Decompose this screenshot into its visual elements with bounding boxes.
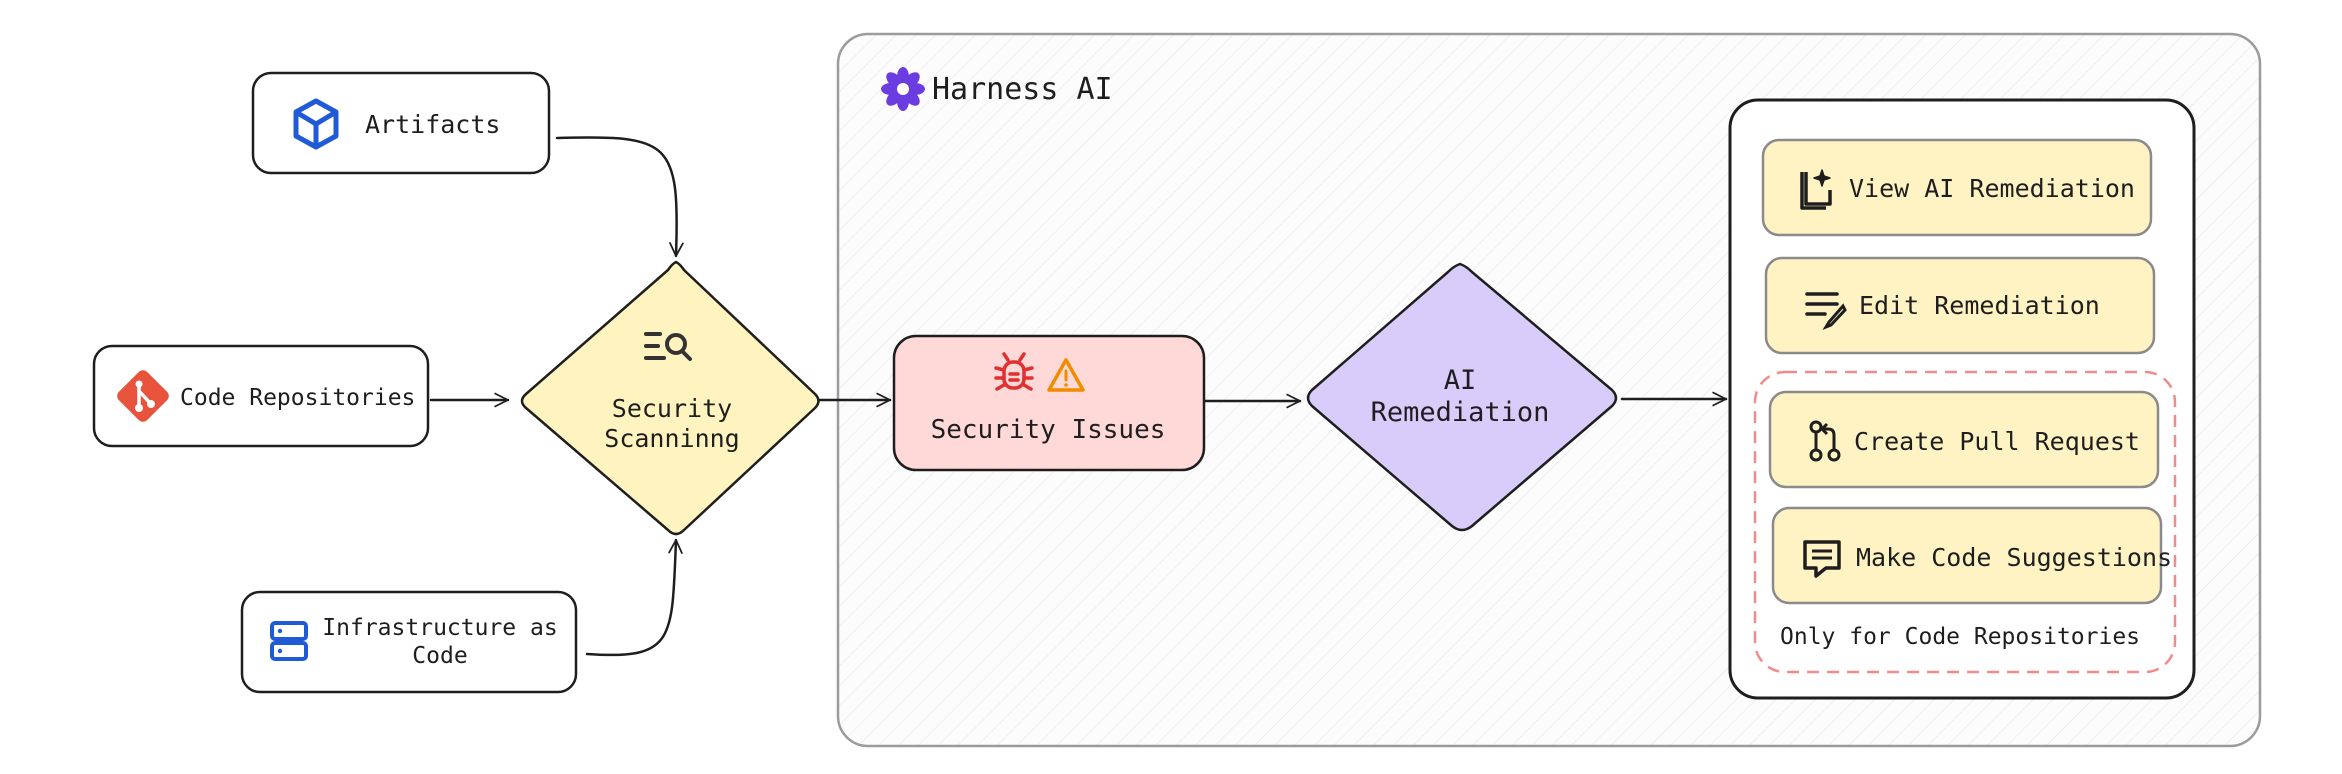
server-icon <box>270 621 308 661</box>
pull-request-icon <box>1809 420 1841 462</box>
action-label: Create Pull Request <box>1854 427 2140 456</box>
action-label: Edit Remediation <box>1859 291 2100 320</box>
action-create-pull-request[interactable]: Create Pull Request <box>1768 390 2160 489</box>
box-icon <box>293 98 339 150</box>
harness-logo-icon <box>881 67 925 111</box>
edit-list-icon <box>1805 292 1847 331</box>
code-only-group <box>1753 370 2177 674</box>
action-make-code-suggestions[interactable]: Make Code Suggestions <box>1771 506 2172 605</box>
ai-remediation-node: AI Remediation <box>1306 262 1618 532</box>
code-repositories-label: Code Repositories <box>180 385 415 411</box>
infrastructure-label-line1: Infrastructure as <box>322 615 557 641</box>
git-icon <box>117 370 169 422</box>
warning-icon <box>1047 358 1085 392</box>
ai-remediation-label-line1: AI <box>1444 365 1477 396</box>
comment-icon <box>1803 540 1841 578</box>
action-label: Make Code Suggestions <box>1856 543 2172 572</box>
security-scanning-node: Security Scanninng <box>520 260 820 536</box>
security-scanning-label-line1: Security <box>612 394 732 423</box>
panel-title: Harness AI <box>932 72 1113 107</box>
source-infrastructure-as-code: Infrastructure as Code <box>240 590 578 694</box>
infrastructure-label-line2: Code <box>412 643 467 669</box>
action-view-ai-remediation[interactable]: View AI Remediation <box>1761 138 2153 237</box>
security-scanning-label-line2: Scanninng <box>604 424 739 453</box>
connectors <box>429 136 1728 657</box>
source-code-repositories: Code Repositories <box>92 344 430 448</box>
code-only-note: Only for Code Repositories <box>1780 624 2140 650</box>
bug-icon <box>994 352 1034 391</box>
security-issues-node: Security Issues <box>892 334 1206 472</box>
arrow-artifacts-to-scanning <box>555 136 684 258</box>
ai-document-icon <box>1800 169 1832 210</box>
action-edit-remediation[interactable]: Edit Remediation <box>1764 256 2156 355</box>
action-label: View AI Remediation <box>1849 174 2135 203</box>
source-artifacts: Artifacts <box>251 71 551 175</box>
ai-remediation-label-line2: Remediation <box>1371 397 1550 428</box>
scan-search-icon <box>644 332 692 361</box>
security-issues-label: Security Issues <box>931 415 1166 445</box>
arrow-infra-to-scanning <box>585 538 683 657</box>
artifacts-label: Artifacts <box>365 110 500 139</box>
